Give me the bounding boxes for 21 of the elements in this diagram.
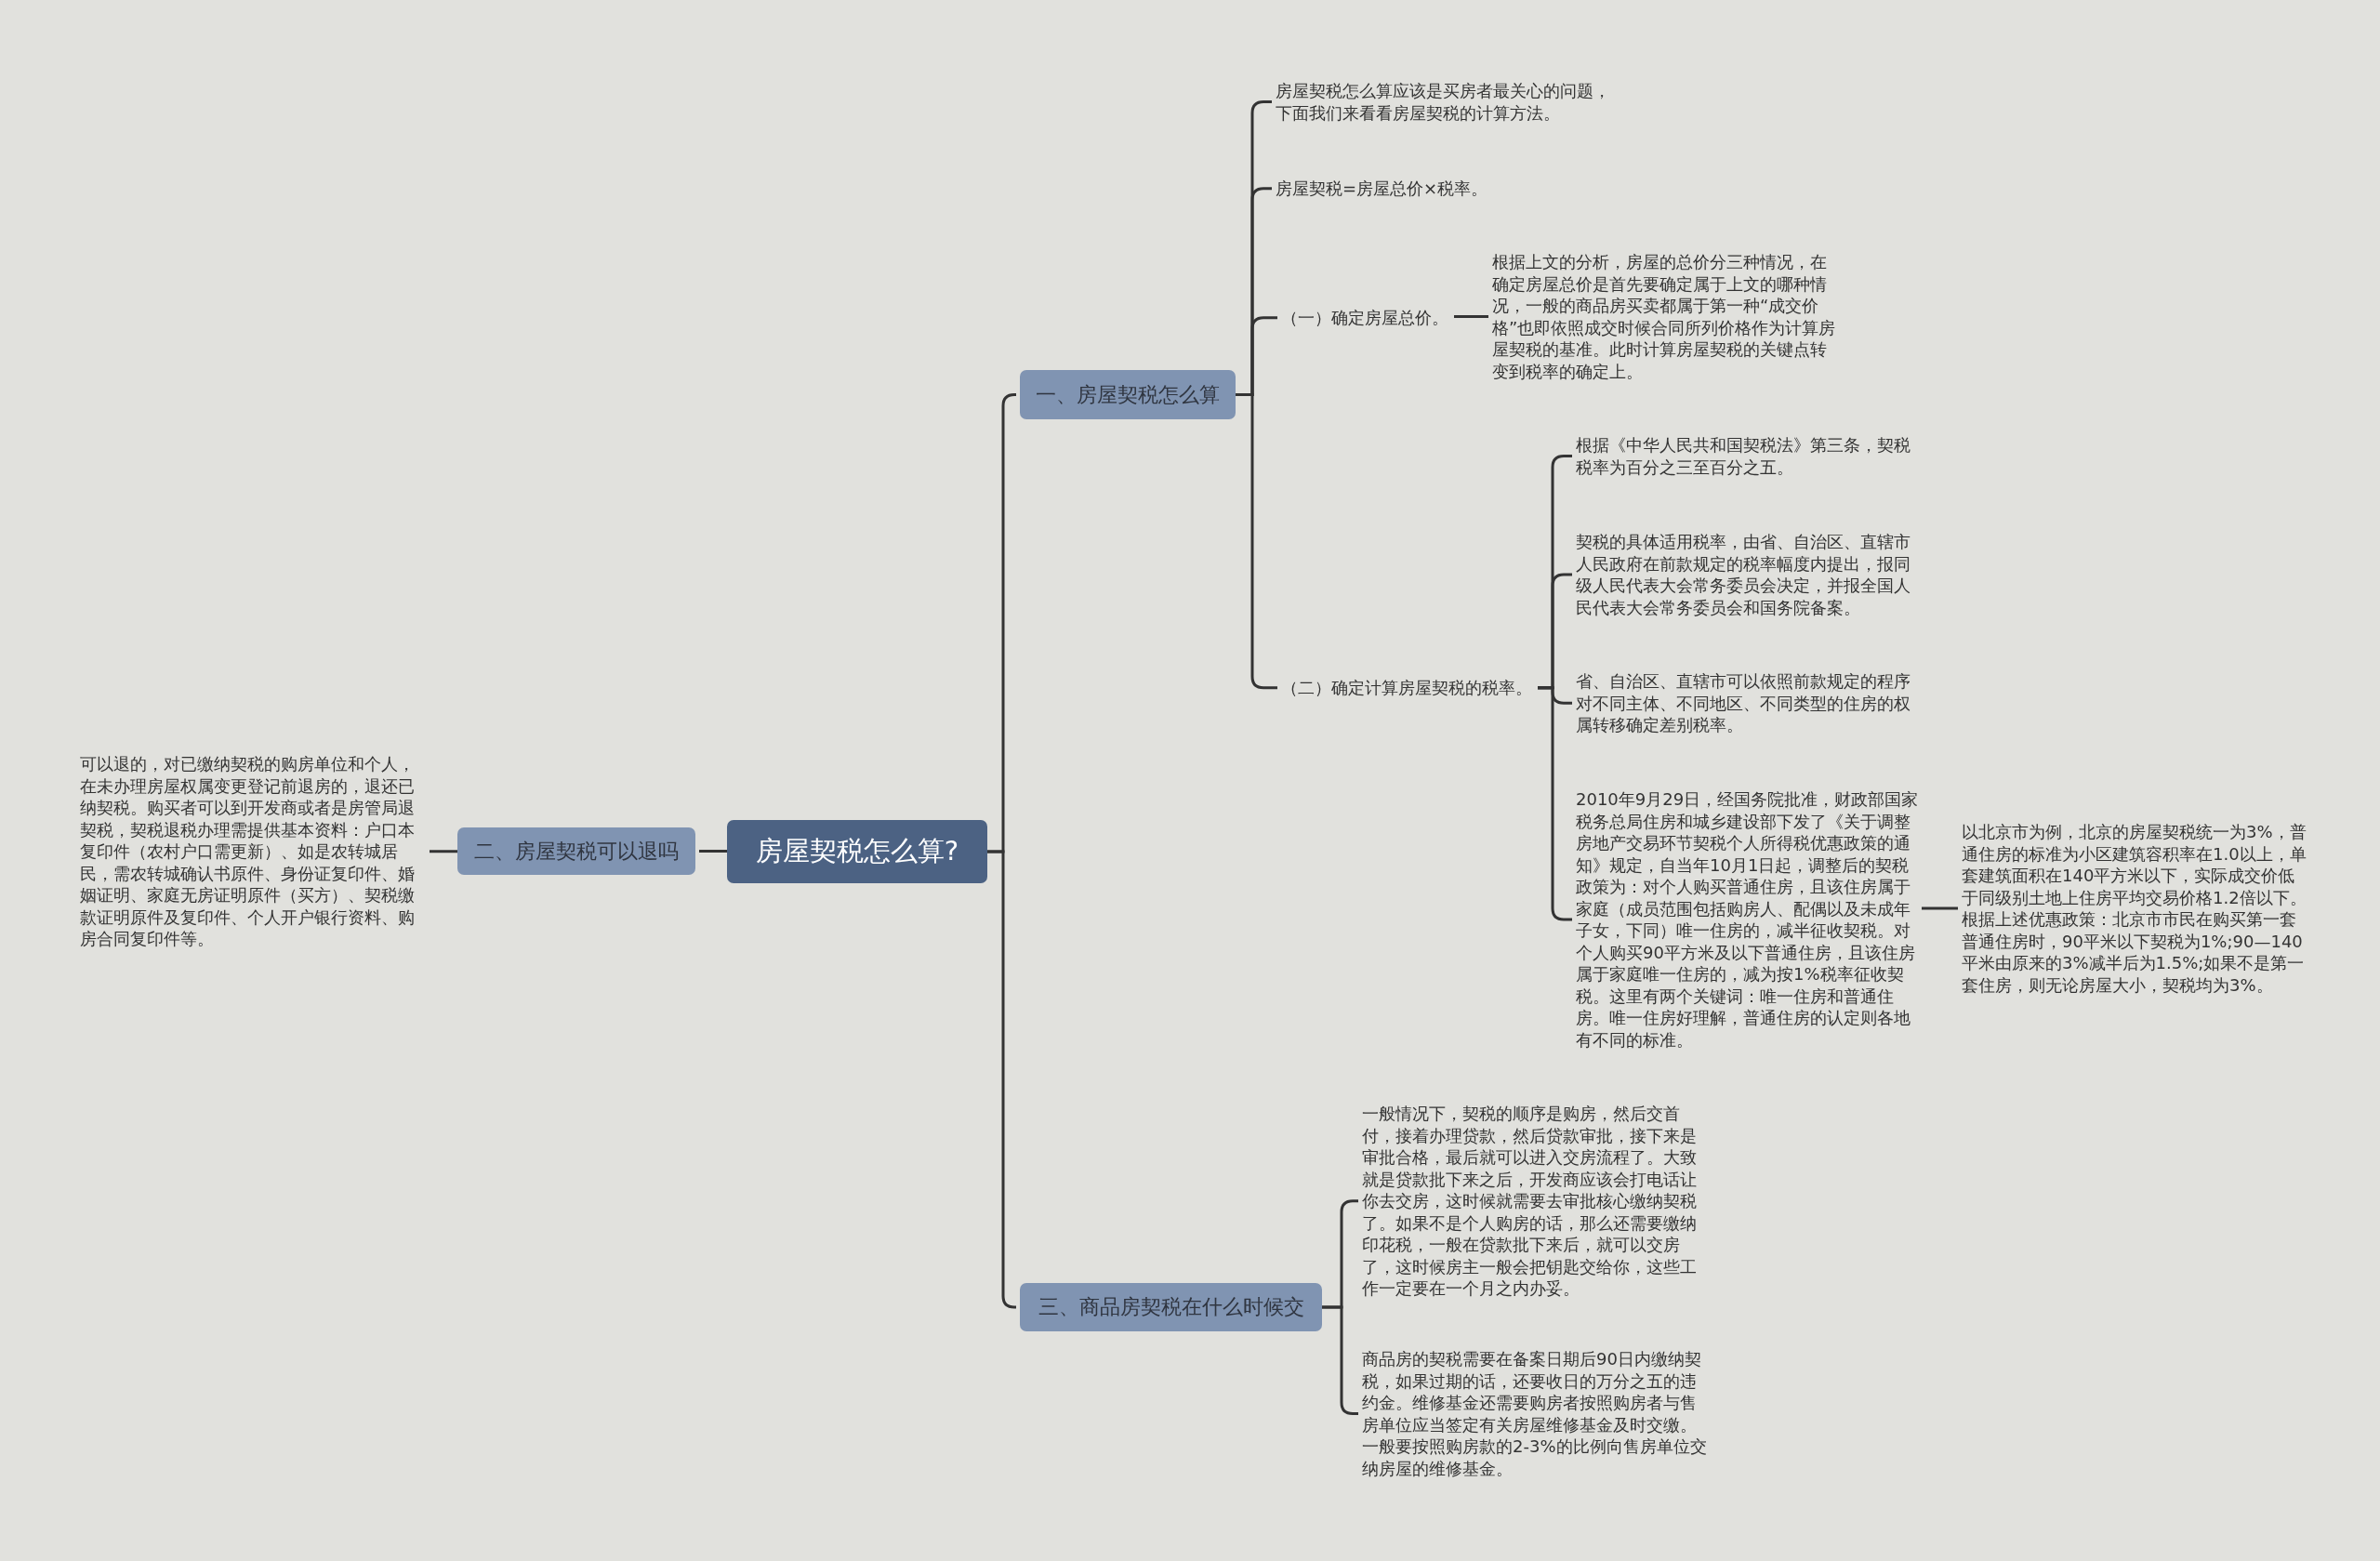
note-text: 根据《中华人民共和国契税法》第三条，契税税率为百分之三至百分之五。 bbox=[1576, 434, 1922, 478]
note-text: 房屋契税=房屋总价×税率。 bbox=[1276, 178, 1621, 200]
note-text: 契税的具体适用税率，由省、自治区、直辖市人民政府在前款规定的税率幅度内提出，报同级人民代表大会常务委员会决定，并报全国人民代表大会常务委员会和国务院备案。 bbox=[1576, 531, 1922, 618]
note-text: 可以退的，对已缴纳契税的购房单位和个人，在未办理房屋权属变更登记前退房的，退还已纳契税。购买者可以到开发商或者是房管局退契税，契税退税办理需提供基本资料：户口本复印件（农村户口需更新）、如是农转城居民，需农转城确认书原件、身份证复印件、婚姻证明、家庭无房证明原件（买方）、契税缴款证明原件及复印件、个人开户银行资料、购房合同复印件等。 bbox=[80, 753, 426, 950]
topic-box: 二、房屋契税可以退吗 bbox=[457, 827, 695, 875]
note-text: 一般情况下，契税的顺序是购房，然后交首付，接着办理贷款，然后贷款审批，接下来是审批合格，最后就可以进入交房流程了。大致就是贷款批下来之后，开发商应该会打电话让你去交房，这时候就需要去审批核心缴纳契税了。如果不是个人购房的话，那么还需要缴纳印花税，一般在贷款批下来后，就可以交房了，这时候房主一般会把钥匙交给你，这些工作一定要在一个月之内办妥。 bbox=[1362, 1103, 1708, 1300]
connector-line bbox=[1922, 906, 1958, 910]
note-text: 2010年9月29日，经国务院批准，财政部国家税务总局住房和城乡建设部下发了《关于调整房地产交易环节契税个人所得税优惠政策的通知》规定，自当年10月1日起，调整后的契税政策为：对个人购买普通住房，且该住房属于家庭（成员范围包括购房人、配偶以及未成年子女，下同）唯一住房的，减半征收契税。对个人购买90平方米及以下普通住房，且该住房属于家庭唯一住房的，减为按1%税率征收契税。这里有两个关键词：唯一住房和普通住房。唯一住房好理解，普通住房的认定则各地有不同的标准。 bbox=[1576, 788, 1922, 1051]
connector-line bbox=[699, 850, 727, 853]
topic-box: 三、商品房契税在什么时候交 bbox=[1020, 1283, 1322, 1331]
topic-box: 一、房屋契税怎么算 bbox=[1020, 370, 1236, 419]
note-text: 以北京市为例，北京的房屋契税统一为3%，普通住房的标准为小区建筑容积率在1.0以上，单套建筑面积在140平方米以下，实际成交价低于同级别土地上住房平均交易价格1.2倍以下。根据上述优惠政策：北京市市民在购买第一套普通住房时，90平米以下契税为1%;90—140平米由原来的3%减半后为1.5%;如果不是第一套住房，则无论房屋大小，契税均为3%。 bbox=[1962, 821, 2307, 996]
note-text: 根据上文的分析，房屋的总价分三种情况，在确定房屋总价是首先要确定属于上文的哪种情况，一般的商品房买卖都属于第一种“成交价格”也即依照成交时候合同所列价格作为计算房屋契税的基准。此时计算房屋契税的关键点转变到税率的确定上。 bbox=[1492, 251, 1838, 382]
note-text: 省、自治区、直辖市可以依照前款规定的程序对不同主体、不同地区、不同类型的住房的权属转移确定差别税率。 bbox=[1576, 670, 1922, 736]
note-text: （一）确定房屋总价。 bbox=[1281, 307, 1454, 329]
note-text: （二）确定计算房屋契税的税率。 bbox=[1281, 677, 1538, 699]
central-topic-box: 房屋契税怎么算? bbox=[727, 820, 987, 883]
note-text: 商品房的契税需要在备案日期后90日内缴纳契税，如果过期的话，还要收日的万分之五的违约金。维修基金还需要购房者按照购房者与售房单位应当签定有关房屋维修基金及时交缴。一般要按照购房款的2-3%的比例向售房单位交纳房屋的维修基金。 bbox=[1362, 1348, 1708, 1479]
note-text: 房屋契税怎么算应该是买房者最关心的问题，下面我们来看看房屋契税的计算方法。 bbox=[1276, 80, 1621, 124]
connector-line bbox=[1454, 315, 1488, 318]
connector-line bbox=[430, 850, 457, 853]
